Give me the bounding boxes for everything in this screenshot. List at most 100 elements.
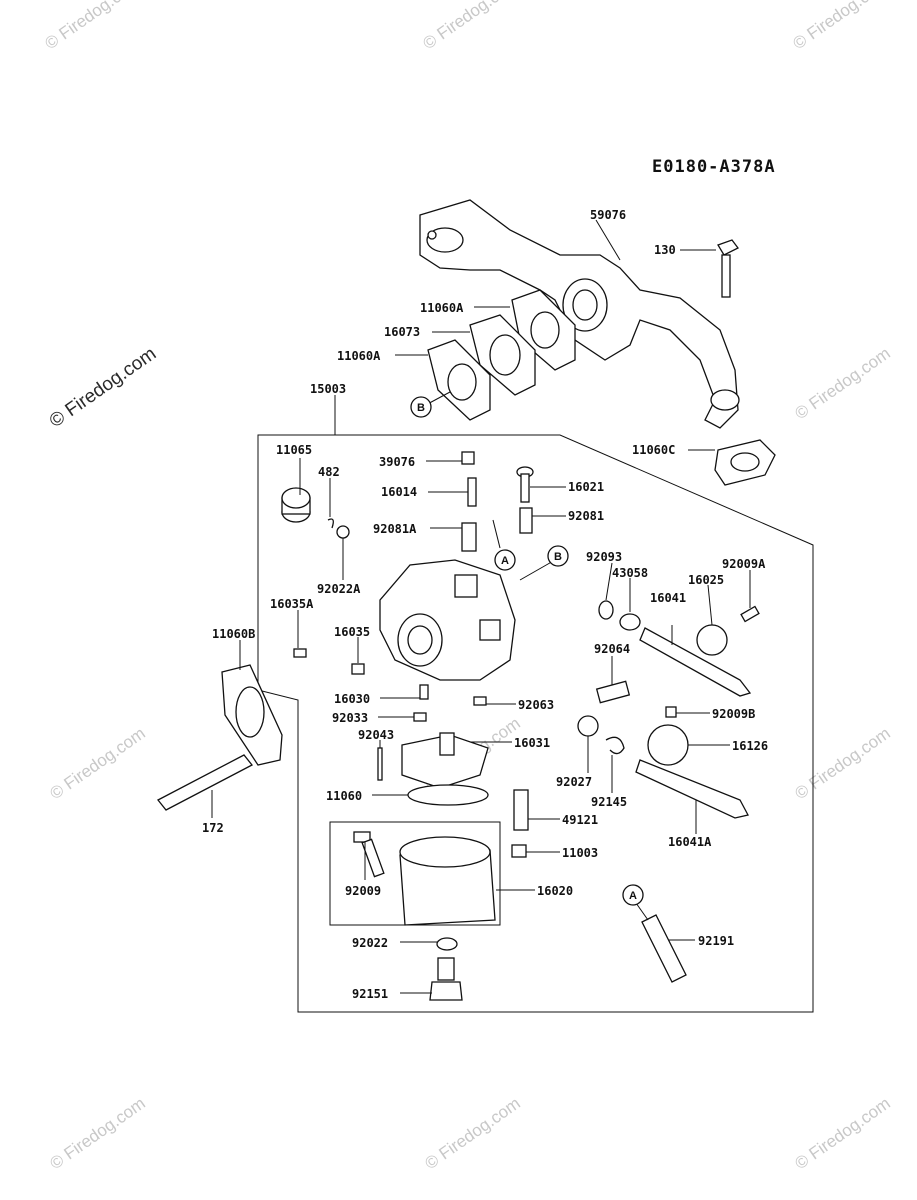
label-11060a-top: 11060A <box>420 301 464 315</box>
jet-39076 <box>461 451 475 465</box>
washer-92022a <box>336 525 350 539</box>
spring-92081 <box>519 507 533 534</box>
label-11003: 11003 <box>562 846 598 860</box>
label-92081: 92081 <box>568 509 604 523</box>
label-16030: 16030 <box>334 692 370 706</box>
screw-92009a <box>740 605 760 623</box>
shaft-16041 <box>639 627 752 697</box>
label-172: 172 <box>202 821 224 835</box>
watermark-right-upper: © Firedog.com <box>791 344 893 424</box>
ref-letter-b-top: B <box>417 402 425 414</box>
plug-11065 <box>281 487 311 523</box>
label-16035a: 16035A <box>270 597 314 611</box>
shaft-172 <box>156 754 254 811</box>
jet-49121 <box>513 789 529 831</box>
needle-16014 <box>467 477 477 507</box>
watermark-top-center: © Firedog.com <box>419 0 521 53</box>
clip-482 <box>327 518 334 529</box>
label-16020: 16020 <box>537 884 573 898</box>
spring-92145 <box>605 736 625 755</box>
label-16014: 16014 <box>381 485 417 499</box>
clip-92033 <box>413 712 427 722</box>
watermark-bottom-left: © Firedog.com <box>46 1094 148 1174</box>
label-92145: 92145 <box>591 795 627 809</box>
label-482: 482 <box>318 465 340 479</box>
watermark-top-left: © Firedog.com <box>41 0 143 53</box>
ref-circle-b-carb <box>547 545 569 567</box>
label-59076: 59076 <box>590 208 626 222</box>
ref-letter-a-bottom: A <box>629 890 637 902</box>
float-16031 <box>401 732 489 789</box>
tube-92191 <box>641 914 687 983</box>
spring-92081a <box>461 522 477 552</box>
label-92081a: 92081A <box>373 522 417 536</box>
label-92009b: 92009B <box>712 707 755 721</box>
label-16041: 16041 <box>650 591 686 605</box>
ref-letter-b-carb: B <box>554 551 562 563</box>
screw-92009 <box>353 831 385 878</box>
gasket-11060a-top <box>511 289 576 371</box>
label-92043: 92043 <box>358 728 394 742</box>
ref-letter-a-carb: A <box>501 555 509 567</box>
label-16025: 16025 <box>688 573 724 587</box>
label-92033: 92033 <box>332 711 368 725</box>
screw-16035a <box>293 648 307 658</box>
gasket-11060 <box>407 784 489 806</box>
bolt-92151 <box>429 957 463 1001</box>
gasket-11060b <box>221 664 283 766</box>
diagram-code: E0180-A378A <box>652 157 776 177</box>
label-11060a-left: 11060A <box>337 349 381 363</box>
label-16031: 16031 <box>514 736 550 750</box>
oring-92093 <box>598 600 614 620</box>
watermark-top-right: © Firedog.com <box>789 0 891 53</box>
watermark-mid-left: © Firedog.com <box>46 724 148 804</box>
screw-16021 <box>516 466 534 503</box>
label-11060: 11060 <box>326 789 362 803</box>
label-16035: 16035 <box>334 625 370 639</box>
label-16021: 16021 <box>568 480 604 494</box>
label-92151: 92151 <box>352 987 388 1001</box>
plate-16126 <box>647 724 689 766</box>
label-16073: 16073 <box>384 325 420 339</box>
pin-16030 <box>419 684 429 700</box>
label-130: 130 <box>654 243 676 257</box>
pin-92043 <box>377 747 383 781</box>
label-92064: 92064 <box>594 642 630 656</box>
jet-11003 <box>511 844 527 858</box>
screw-92064 <box>595 680 631 704</box>
label-92009a: 92009A <box>722 557 766 571</box>
assembly-frame <box>257 434 814 1013</box>
watermark-mid-right: © Firedog.com <box>791 724 893 804</box>
intake-manifold <box>419 199 740 429</box>
leader-lines <box>211 219 751 994</box>
screw-92063 <box>473 696 487 706</box>
bowl-16020 <box>399 836 496 926</box>
plate-16025 <box>696 624 728 656</box>
screw-92009b <box>665 706 677 718</box>
watermark-left: © Firedog.com <box>46 343 160 432</box>
label-92022: 92022 <box>352 936 388 950</box>
washer-92022 <box>436 937 458 951</box>
label-11065: 11065 <box>276 443 312 457</box>
label-92191: 92191 <box>698 934 734 948</box>
filter-box <box>329 821 501 926</box>
label-92063: 92063 <box>518 698 554 712</box>
ref-circle-a-carb <box>494 549 516 571</box>
bushing-92027 <box>577 715 599 737</box>
bolt-130 <box>717 239 739 298</box>
gasket-11060a-left <box>427 339 491 421</box>
label-92009: 92009 <box>345 884 381 898</box>
screw-16035 <box>351 663 365 675</box>
part-labels: 59076 130 11060A 16073 11060A 15003 1106… <box>202 208 768 1001</box>
gasket-16073 <box>469 314 536 396</box>
label-16126: 16126 <box>732 739 768 753</box>
gasket-11060c <box>714 439 776 486</box>
ref-circles: B A B A <box>410 396 644 906</box>
label-15003: 15003 <box>310 382 346 396</box>
label-16041a: 16041A <box>668 835 712 849</box>
carburetor-body <box>379 559 516 681</box>
shaft-16041a <box>635 759 749 819</box>
label-49121: 49121 <box>562 813 598 827</box>
label-43058: 43058 <box>612 566 648 580</box>
